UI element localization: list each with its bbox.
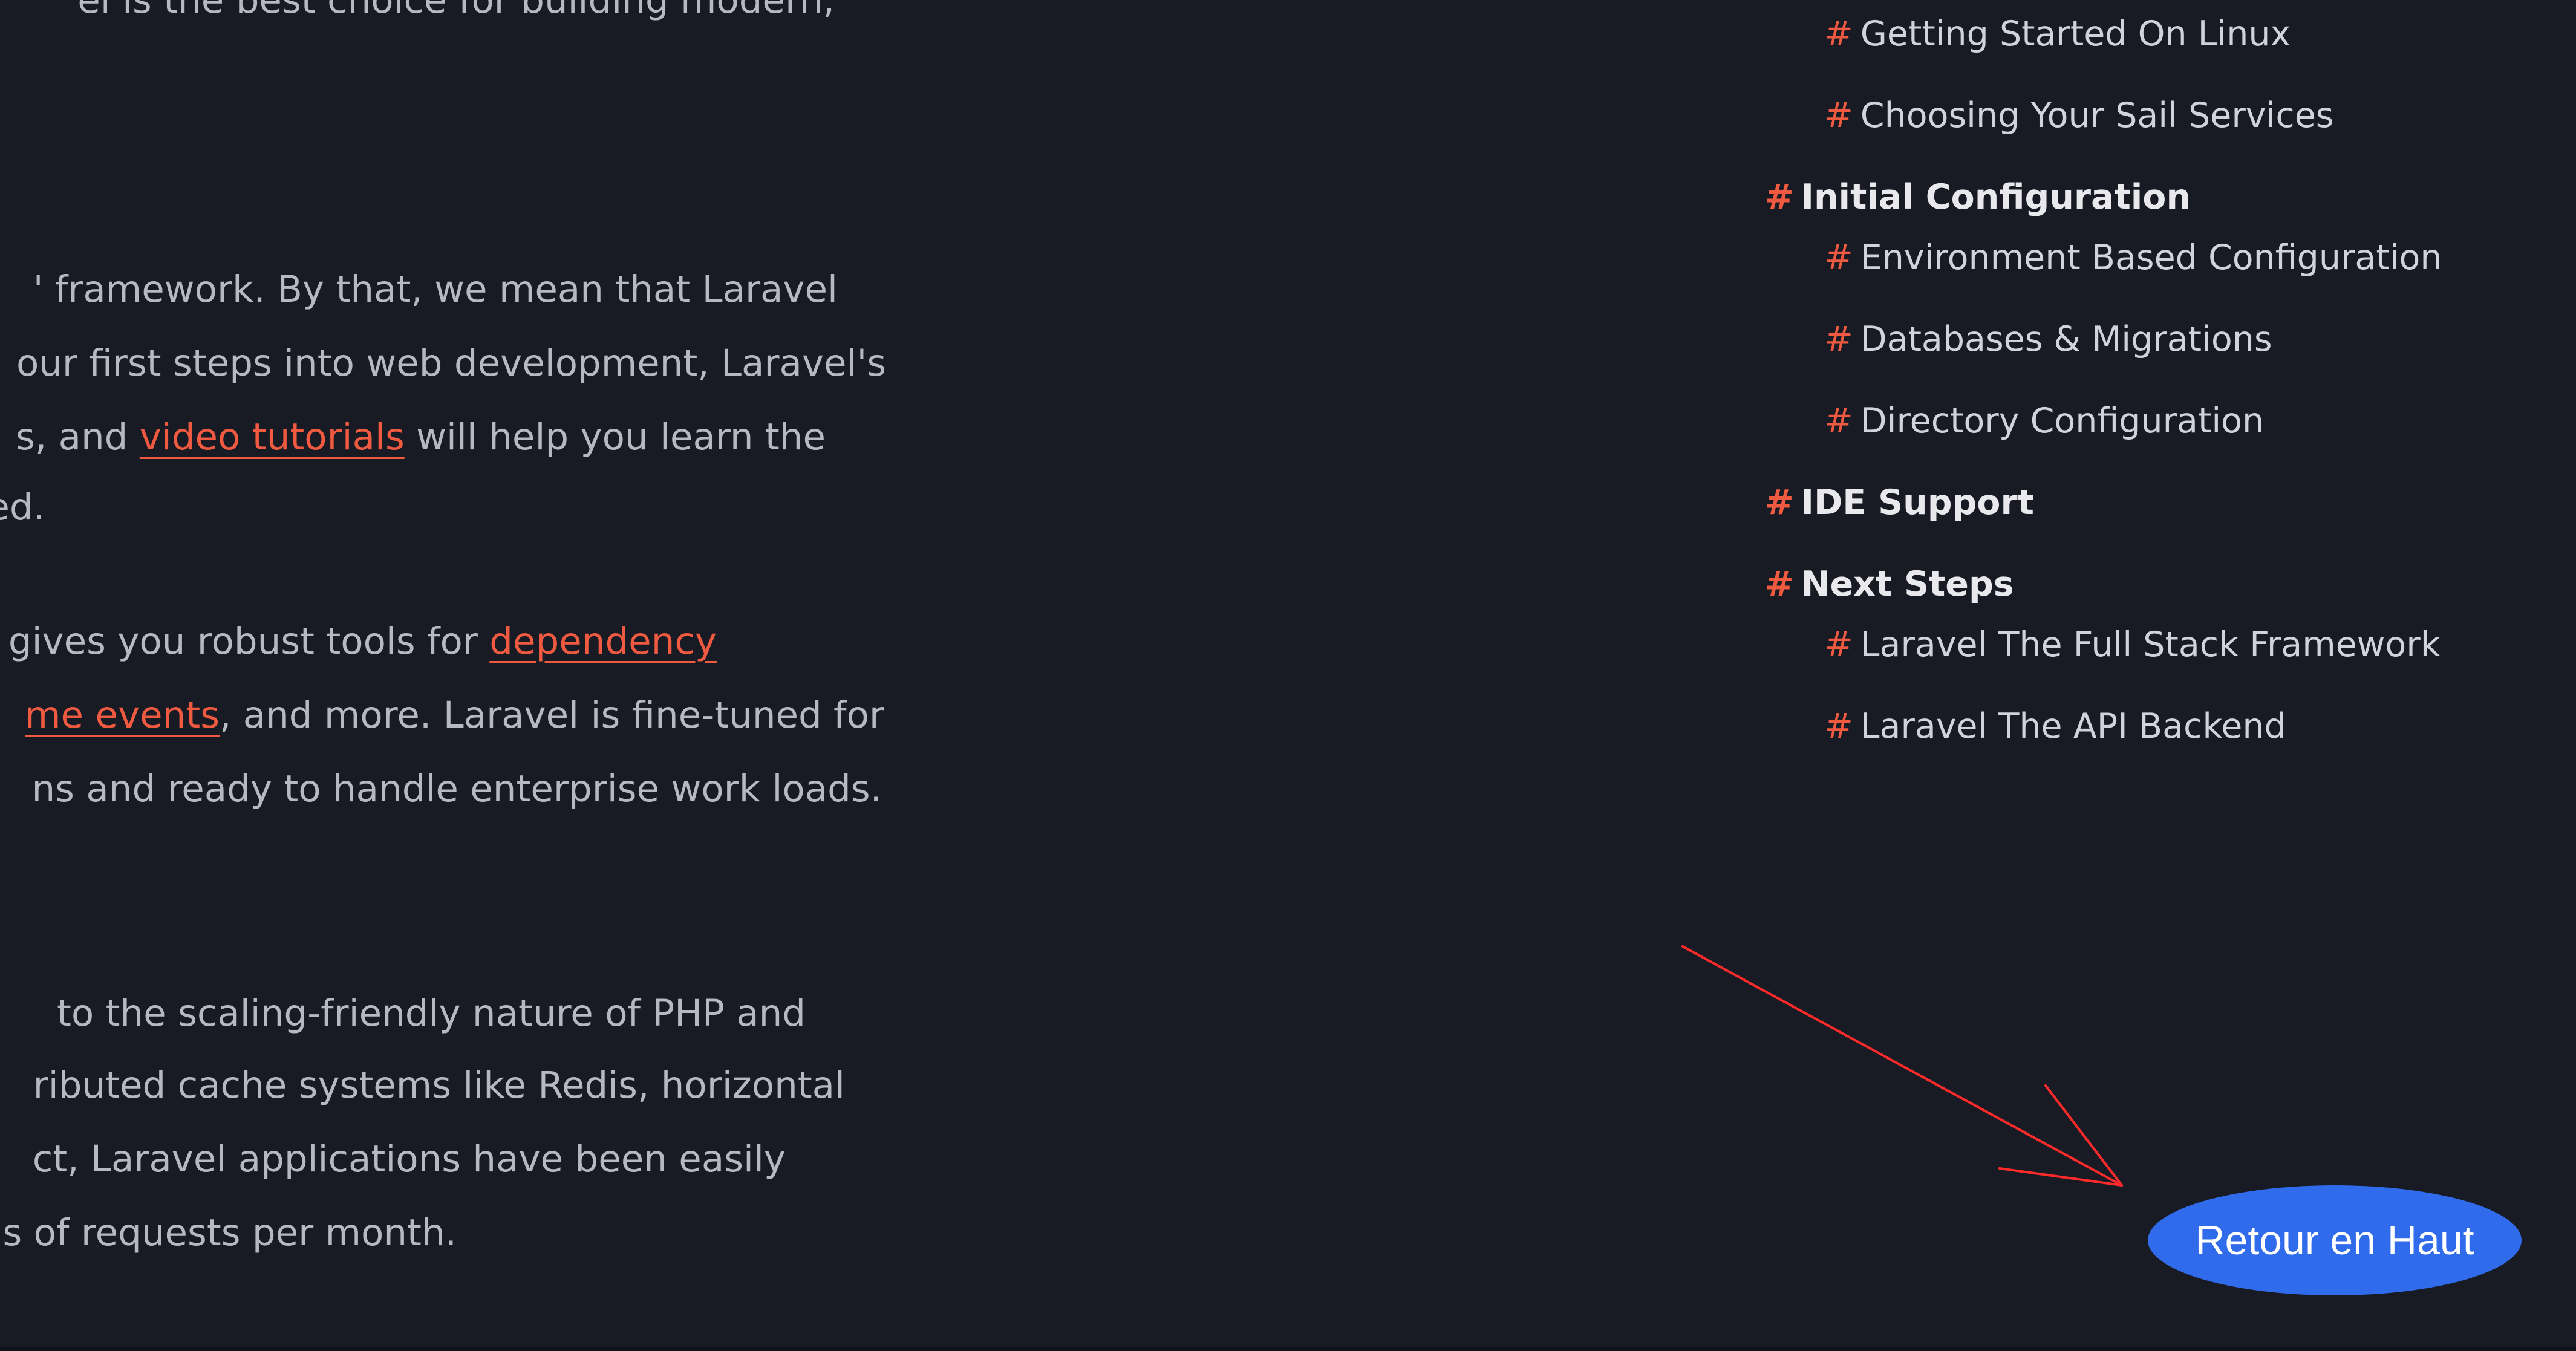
toc-item-label: Laravel The API Backend [1860,706,2286,746]
hash-icon: # [1824,401,1853,441]
toc-item-next-steps[interactable]: #Next Steps [1765,567,2014,602]
toc-item-label: IDE Support [1801,483,2034,522]
hash-icon: # [1765,177,1794,217]
toc-item-ide-support[interactable]: #IDE Support [1765,486,2034,520]
toc-item-databases-migrations[interactable]: #Databases & Migrations [1824,322,2272,357]
article-line: our first steps into web development, La… [16,342,886,385]
events-link[interactable]: me events [25,694,220,737]
article-line: ed. [0,486,45,529]
article-line: s of requests per month. [2,1211,457,1254]
article-line: ct, Laravel applications have been easil… [32,1138,786,1180]
bottom-divider [0,1347,2576,1351]
article-text: gives you robust tools for [8,620,490,663]
toc-item-label: Databases & Migrations [1860,319,2272,359]
toc-item-label: Directory Configuration [1860,401,2265,441]
hash-icon: # [1824,625,1853,665]
table-of-contents: #Getting Started On Linux#Choosing Your … [1765,17,2442,744]
toc-item-environment-based-configuration[interactable]: #Environment Based Configuration [1824,241,2442,275]
toc-item-getting-started-on-linux[interactable]: #Getting Started On Linux [1824,17,2291,51]
article-text: , and more. Laravel is fine-tuned for [219,694,884,737]
article-line: to the scaling-friendly nature of PHP an… [56,992,806,1035]
article-line: ns and ready to handle enterprise work l… [31,767,882,810]
article-line-with-link: me events, and more. Laravel is fine-tun… [25,697,884,734]
hash-icon: # [1824,14,1853,54]
toc-item-directory-configuration[interactable]: #Directory Configuration [1824,404,2264,438]
toc-item-label: Choosing Your Sail Services [1860,96,2334,135]
dependency-link[interactable]: dependency [489,620,717,663]
article-text: will help you learn the [404,415,826,458]
article-line: ributed cache systems like Redis, horizo… [33,1064,845,1107]
toc-item-label: Environment Based Configuration [1860,238,2442,278]
video-tutorials-link[interactable]: video tutorials [139,415,405,458]
hash-icon: # [1765,564,1794,604]
hash-icon: # [1824,96,1853,135]
back-to-top-button[interactable]: Retour en Haut [2148,1185,2522,1295]
toc-item-label: Next Steps [1801,564,2014,604]
article-line: ' framework. By that, we mean that Larav… [33,268,838,311]
toc-item-choosing-your-sail-services[interactable]: #Choosing Your Sail Services [1824,99,2333,133]
toc-item-initial-configuration[interactable]: #Initial Configuration [1765,180,2191,215]
article-content: el is the best choice for building moder… [0,0,944,1351]
toc-item-label: Initial Configuration [1801,177,2191,217]
article-text: s, and [16,415,140,458]
hash-icon: # [1765,483,1794,522]
article-line-with-link: gives you robust tools for dependency [8,623,717,660]
article-line-partial: el is the best choice for building moder… [77,0,835,22]
hash-icon: # [1824,238,1853,278]
hash-icon: # [1824,706,1853,746]
toc-item-label: Getting Started On Linux [1860,14,2291,54]
toc-item-laravel-the-api-backend[interactable]: #Laravel The API Backend [1824,709,2286,744]
toc-item-laravel-the-full-stack-framework[interactable]: #Laravel The Full Stack Framework [1824,628,2441,662]
article-line-with-link: s, and video tutorials will help you lea… [16,418,826,455]
hash-icon: # [1824,319,1853,359]
toc-item-label: Laravel The Full Stack Framework [1860,625,2441,665]
